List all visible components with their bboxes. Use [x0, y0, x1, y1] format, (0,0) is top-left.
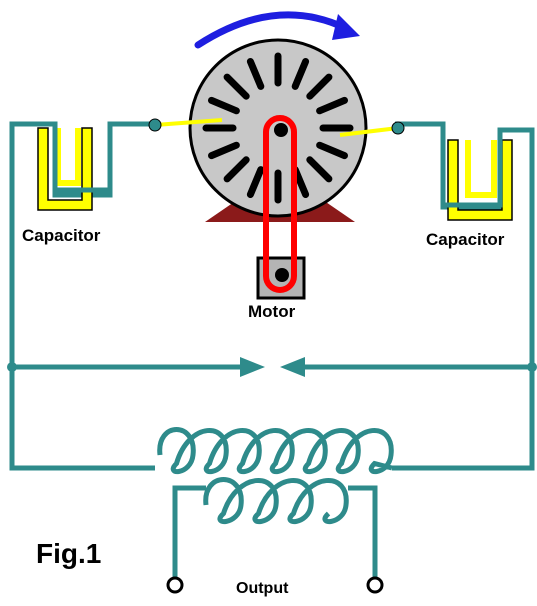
rotation-arrow-icon [194, 11, 360, 49]
motor-spoke [208, 141, 240, 160]
motor-spoke [208, 96, 240, 115]
motor-label: Motor [248, 302, 296, 321]
motor-spoke [316, 96, 348, 115]
capacitor-left-label: Capacitor [22, 226, 101, 245]
capacitor-right-icon [440, 130, 513, 221]
capacitor-right-label: Capacitor [426, 230, 505, 249]
belt [263, 115, 297, 293]
junction-dots [7, 362, 537, 372]
motor-spoke [223, 156, 250, 183]
output-terminals [166, 576, 384, 594]
brush-leads [148, 118, 405, 137]
figure-label: Fig.1 [36, 538, 102, 569]
motor-spoke [291, 58, 310, 90]
motor-spoke [306, 156, 333, 183]
motor-icon [188, 38, 368, 218]
motor-spoke [246, 166, 265, 198]
output-label: Output [236, 580, 289, 597]
spark-gap-arrows [240, 357, 305, 377]
motor-spoke [306, 73, 333, 100]
transformer-icon [157, 427, 394, 578]
motor-spoke [223, 73, 250, 100]
motor-spoke [316, 141, 348, 160]
motor-spoke [246, 58, 265, 90]
capacitor-left-icon [37, 125, 110, 211]
